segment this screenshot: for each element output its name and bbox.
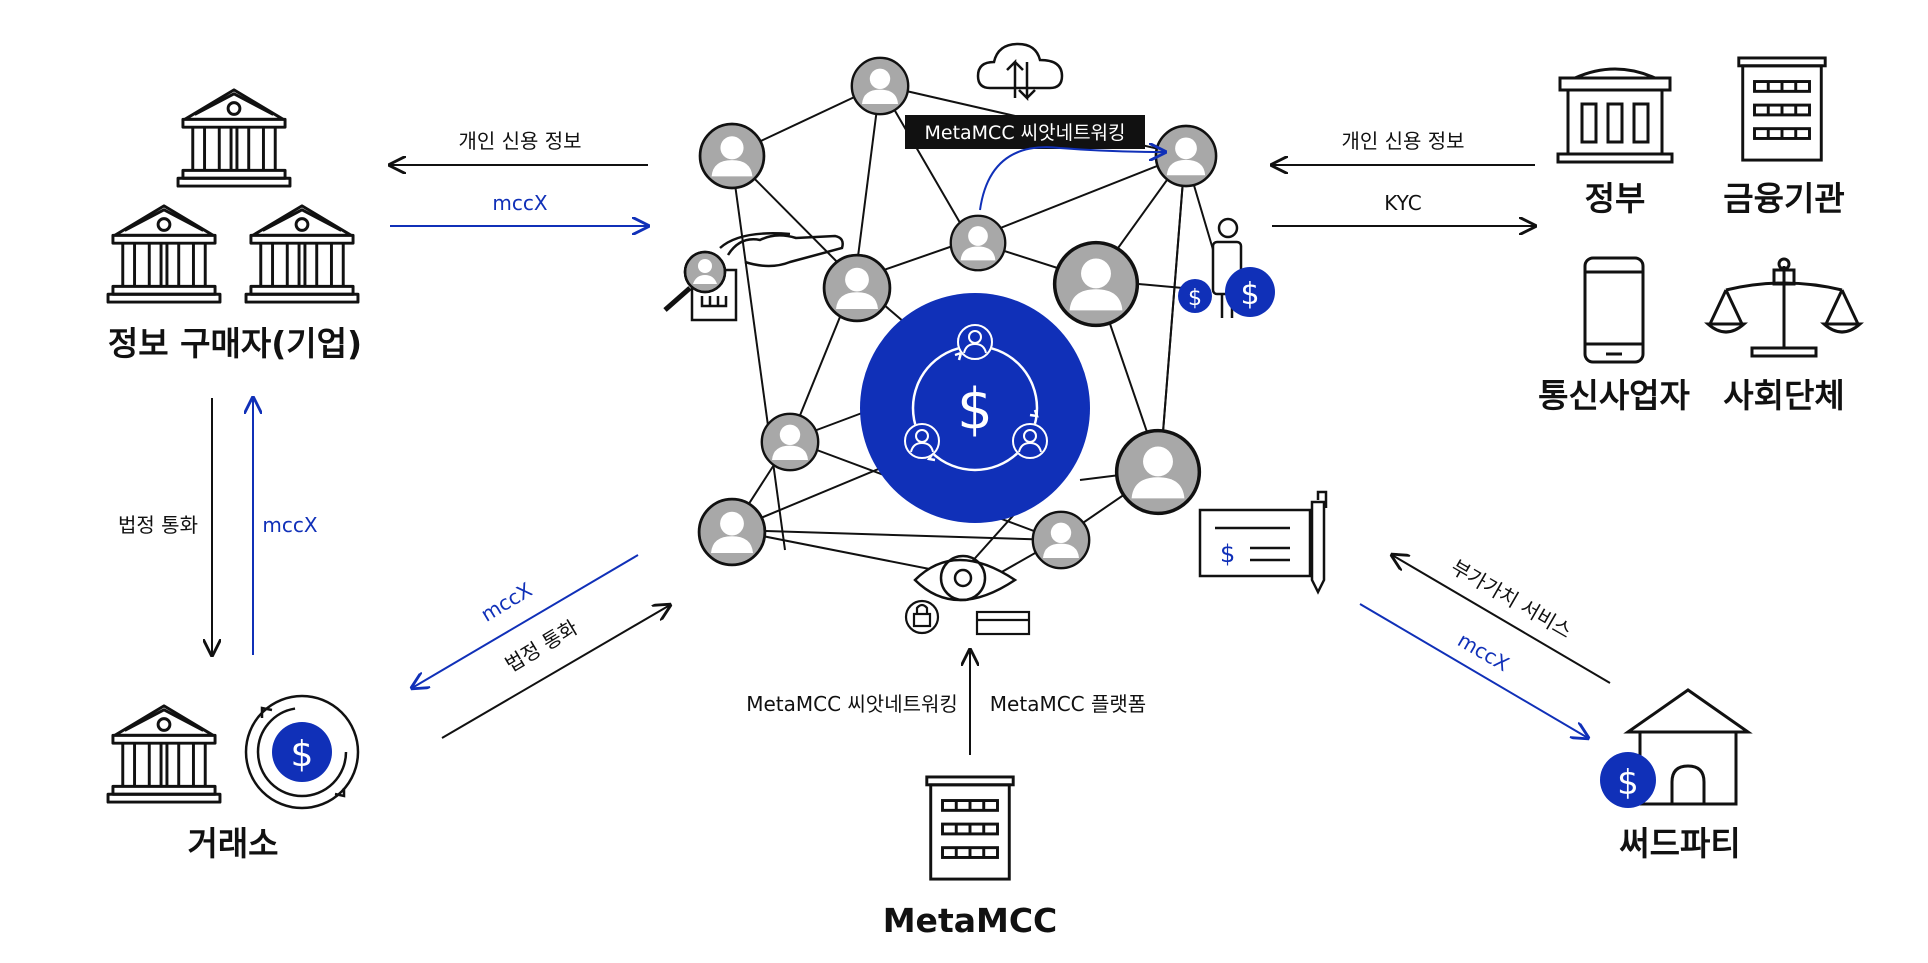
svg-text:$: $ [1220,540,1235,568]
seed-network-label: MetaMCC 씨앗네트워킹 [924,122,1125,144]
thirdparty-node: $ 써드파티 [1600,688,1753,863]
bank-icon [244,204,360,304]
scales-icon [1704,257,1864,358]
mccx-arrow-to-thirdparty [1359,603,1588,738]
avatar [850,56,910,116]
government-node: 정부 [1556,67,1674,218]
government-label: 정부 [1585,179,1646,218]
metamcc-label: MetaMCC [883,901,1058,940]
mccx-label-top-left: mccX [492,191,547,215]
avatar [697,497,767,567]
card-icon [975,610,1031,636]
metamcc-network-label: MetaMCC 씨앗네트워킹 [746,692,958,716]
dollar-icon [272,722,332,782]
metamcc-node: MetaMCC [883,775,1058,940]
social-node: 사회단체 [1704,257,1864,415]
dollar-icon [1225,267,1275,317]
center-token-icon: $ [860,293,1090,523]
exchange-label: 거래소 [187,824,278,863]
telecom-node: 통신사업자 [1538,256,1691,415]
cloud-sync-icon [976,42,1064,102]
svg-text:$: $ [1617,763,1639,803]
financial-label: 금융기관 [1723,179,1844,218]
bank-icon [106,704,222,804]
avatar [1114,428,1202,516]
avatar [1031,510,1091,570]
person-with-coins-icon: $ $ [1178,217,1275,318]
svg-text:$: $ [1240,277,1259,312]
mccx-label-thirdparty: mccX [1454,628,1514,677]
fiat-label-exchange: 법정 통화 [501,615,582,677]
avatar [760,412,820,472]
avatar [698,122,766,190]
phone-icon [1583,256,1645,364]
building-icon [925,775,1015,881]
bank-icon [176,88,292,188]
government-building-icon [1556,67,1674,164]
buyer-label: 정보 구매자(기업) [108,324,362,363]
financial-node: 금융기관 [1723,56,1845,218]
fiat-arrow-to-network [441,605,670,739]
house-icon [1623,688,1753,806]
dollar-icon [1600,752,1656,808]
fiat-label-left: 법정 통화 [118,513,198,537]
telecom-label: 통신사업자 [1538,376,1690,415]
metamcc-platform-label: MetaMCC 플랫폼 [990,692,1146,716]
magnifier-icon [663,232,844,322]
avatar [822,253,892,323]
social-label: 사회단체 [1723,376,1844,415]
check-icon: $ [1198,490,1328,595]
svg-text:$: $ [1188,286,1202,311]
building-icon [1737,56,1827,162]
mccx-arrow-to-exchange [412,554,639,688]
avatar [1052,240,1140,328]
lock-icon [904,599,940,635]
avatar [949,214,1007,272]
value-service-arrow [1392,555,1611,684]
bank-icon [106,204,222,304]
seed-network-badge: MetaMCC 씨앗네트워킹 [905,115,1165,211]
buyer-node: 정보 구매자(기업) [106,88,362,363]
exchange-node: $ 거래소 [106,694,360,863]
avatar [1154,124,1218,188]
svg-text:$: $ [291,734,314,775]
exchange-cycle-icon: $ [244,694,360,810]
credit-info-label-left: 개인 신용 정보 [458,129,581,153]
thirdparty-label: 써드파티 [1619,824,1740,863]
credit-info-label-right: 개인 신용 정보 [1341,129,1464,153]
kyc-label: KYC [1384,191,1422,215]
svg-text:$: $ [957,377,993,442]
eye-icon [913,554,1018,602]
mccx-label-left: mccX [262,513,317,537]
dollar-icon [1178,279,1212,313]
